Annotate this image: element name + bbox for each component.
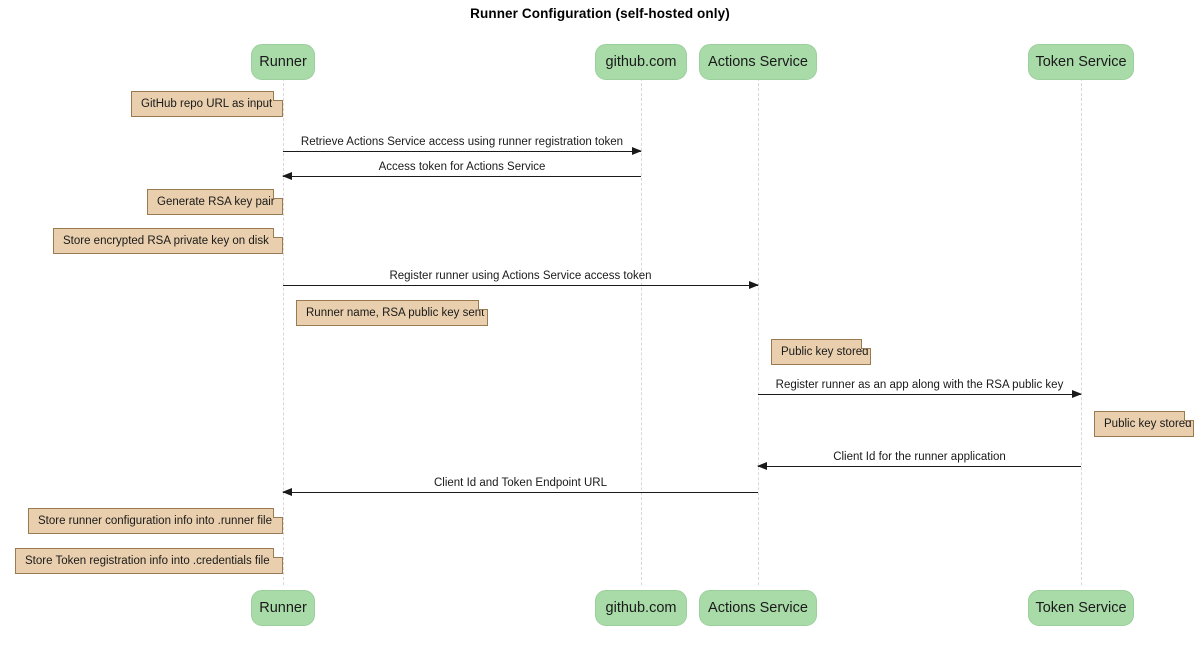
participant-label: Actions Service: [708, 54, 808, 70]
message-arrow-1: Retrieve Actions Service access using ru…: [283, 136, 642, 155]
page-title: Runner Configuration (self-hosted only): [470, 6, 730, 21]
participant-runner-top[interactable]: Runner: [251, 44, 315, 80]
participant-label: Runner: [259, 600, 307, 616]
arrowhead-right-icon: [632, 146, 642, 155]
participant-runner-bottom[interactable]: Runner: [251, 590, 315, 626]
lifeline-runner: [283, 78, 284, 585]
participant-github-top[interactable]: github.com: [595, 44, 687, 80]
message-arrow-6: Client Id and Token Endpoint URL: [282, 477, 758, 496]
lifeline-actions: [758, 78, 759, 585]
participant-label: Token Service: [1035, 54, 1127, 70]
note-text: Runner name, RSA public key sent: [306, 307, 485, 319]
note-text: Generate RSA key pair: [157, 196, 275, 208]
participant-token-top[interactable]: Token Service: [1028, 44, 1134, 80]
note-fold-corner-icon: [861, 339, 871, 349]
message-label-3: Register runner using Actions Service ac…: [389, 270, 652, 282]
message-arrow-3: Register runner using Actions Service ac…: [283, 270, 759, 289]
note-3: Store encrypted RSA private key on disk: [53, 228, 283, 254]
participant-label: Actions Service: [708, 600, 808, 616]
arrowhead-left-icon: [282, 171, 292, 180]
arrowhead-right-icon: [1072, 389, 1082, 398]
note-6: Public key stored: [1094, 411, 1194, 437]
participant-label: github.com: [605, 600, 677, 616]
participant-label: Token Service: [1035, 600, 1127, 616]
note-fold-corner-icon: [273, 228, 283, 238]
message-arrow-5: Client Id for the runner application: [757, 451, 1081, 470]
note-fold-corner-icon: [273, 91, 283, 101]
note-fold-corner-icon: [1184, 411, 1194, 421]
note-fold-corner-icon: [478, 300, 488, 310]
participant-github-bottom[interactable]: github.com: [595, 590, 687, 626]
arrowhead-left-icon: [282, 487, 292, 496]
note-4: Runner name, RSA public key sent: [296, 300, 488, 326]
message-label-5: Client Id for the runner application: [833, 451, 1006, 463]
note-5: Public key stored: [771, 339, 871, 365]
lifeline-github: [641, 78, 642, 585]
note-fold-corner-icon: [273, 548, 283, 558]
participant-token-bottom[interactable]: Token Service: [1028, 590, 1134, 626]
participant-label: github.com: [605, 54, 677, 70]
message-label-6: Client Id and Token Endpoint URL: [433, 477, 608, 489]
note-1: GitHub repo URL as input: [131, 91, 283, 117]
note-fold-corner-icon: [273, 189, 283, 199]
note-fold-corner-icon: [273, 508, 283, 518]
participant-label: Runner: [259, 54, 307, 70]
note-text: Store encrypted RSA private key on disk: [63, 235, 269, 247]
note-8: Store Token registration info into .cred…: [15, 548, 283, 574]
message-label-4: Register runner as an app along with the…: [775, 379, 1064, 391]
participant-actions-bottom[interactable]: Actions Service: [699, 590, 817, 626]
arrowhead-left-icon: [757, 461, 767, 470]
lifeline-token: [1081, 78, 1082, 585]
note-text: GitHub repo URL as input: [141, 98, 273, 110]
note-text: Public key stored: [781, 346, 869, 358]
note-text: Store runner configuration info into .ru…: [38, 515, 272, 527]
message-arrow-4: Register runner as an app along with the…: [758, 379, 1082, 398]
message-label-1: Retrieve Actions Service access using ru…: [300, 136, 624, 148]
note-7: Store runner configuration info into .ru…: [28, 508, 283, 534]
note-text: Store Token registration info into .cred…: [25, 555, 270, 567]
message-label-2: Access token for Actions Service: [378, 161, 546, 173]
message-arrow-2: Access token for Actions Service: [282, 161, 641, 180]
note-text: Public key stored: [1104, 418, 1192, 430]
arrowhead-right-icon: [749, 280, 759, 289]
note-2: Generate RSA key pair: [147, 189, 283, 215]
participant-actions-top[interactable]: Actions Service: [699, 44, 817, 80]
